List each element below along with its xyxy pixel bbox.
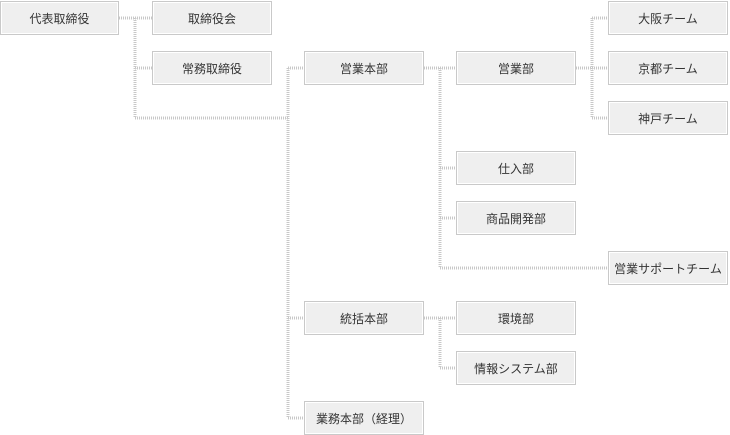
node-info-systems[interactable]: 情報システム部	[456, 351, 576, 385]
node-ceo[interactable]: 代表取締役	[0, 1, 119, 35]
node-sales-hq[interactable]: 営業本部	[304, 51, 424, 85]
node-managing-director[interactable]: 常務取締役	[152, 51, 272, 85]
node-director[interactable]: 取締役会	[152, 1, 272, 35]
node-sales-support[interactable]: 営業サポートチーム	[608, 251, 728, 285]
node-environment[interactable]: 環境部	[456, 301, 576, 335]
connector-general-hq-trunk	[438, 318, 456, 370]
node-general-hq[interactable]: 統括本部	[304, 301, 424, 335]
node-purchasing[interactable]: 仕入部	[456, 151, 576, 185]
node-product-dev[interactable]: 商品開発部	[456, 201, 576, 235]
node-osaka-team[interactable]: 大阪チーム	[608, 1, 728, 35]
node-admin-hq[interactable]: 業務本部（経理）	[304, 401, 424, 435]
node-kobe-team[interactable]: 神戸チーム	[608, 101, 728, 135]
node-sales-dept[interactable]: 営業部	[456, 51, 576, 85]
connector-sales-hq-trunk	[438, 68, 608, 270]
connector-ceo-trunk	[133, 18, 288, 120]
node-kyoto-team[interactable]: 京都チーム	[608, 51, 728, 85]
